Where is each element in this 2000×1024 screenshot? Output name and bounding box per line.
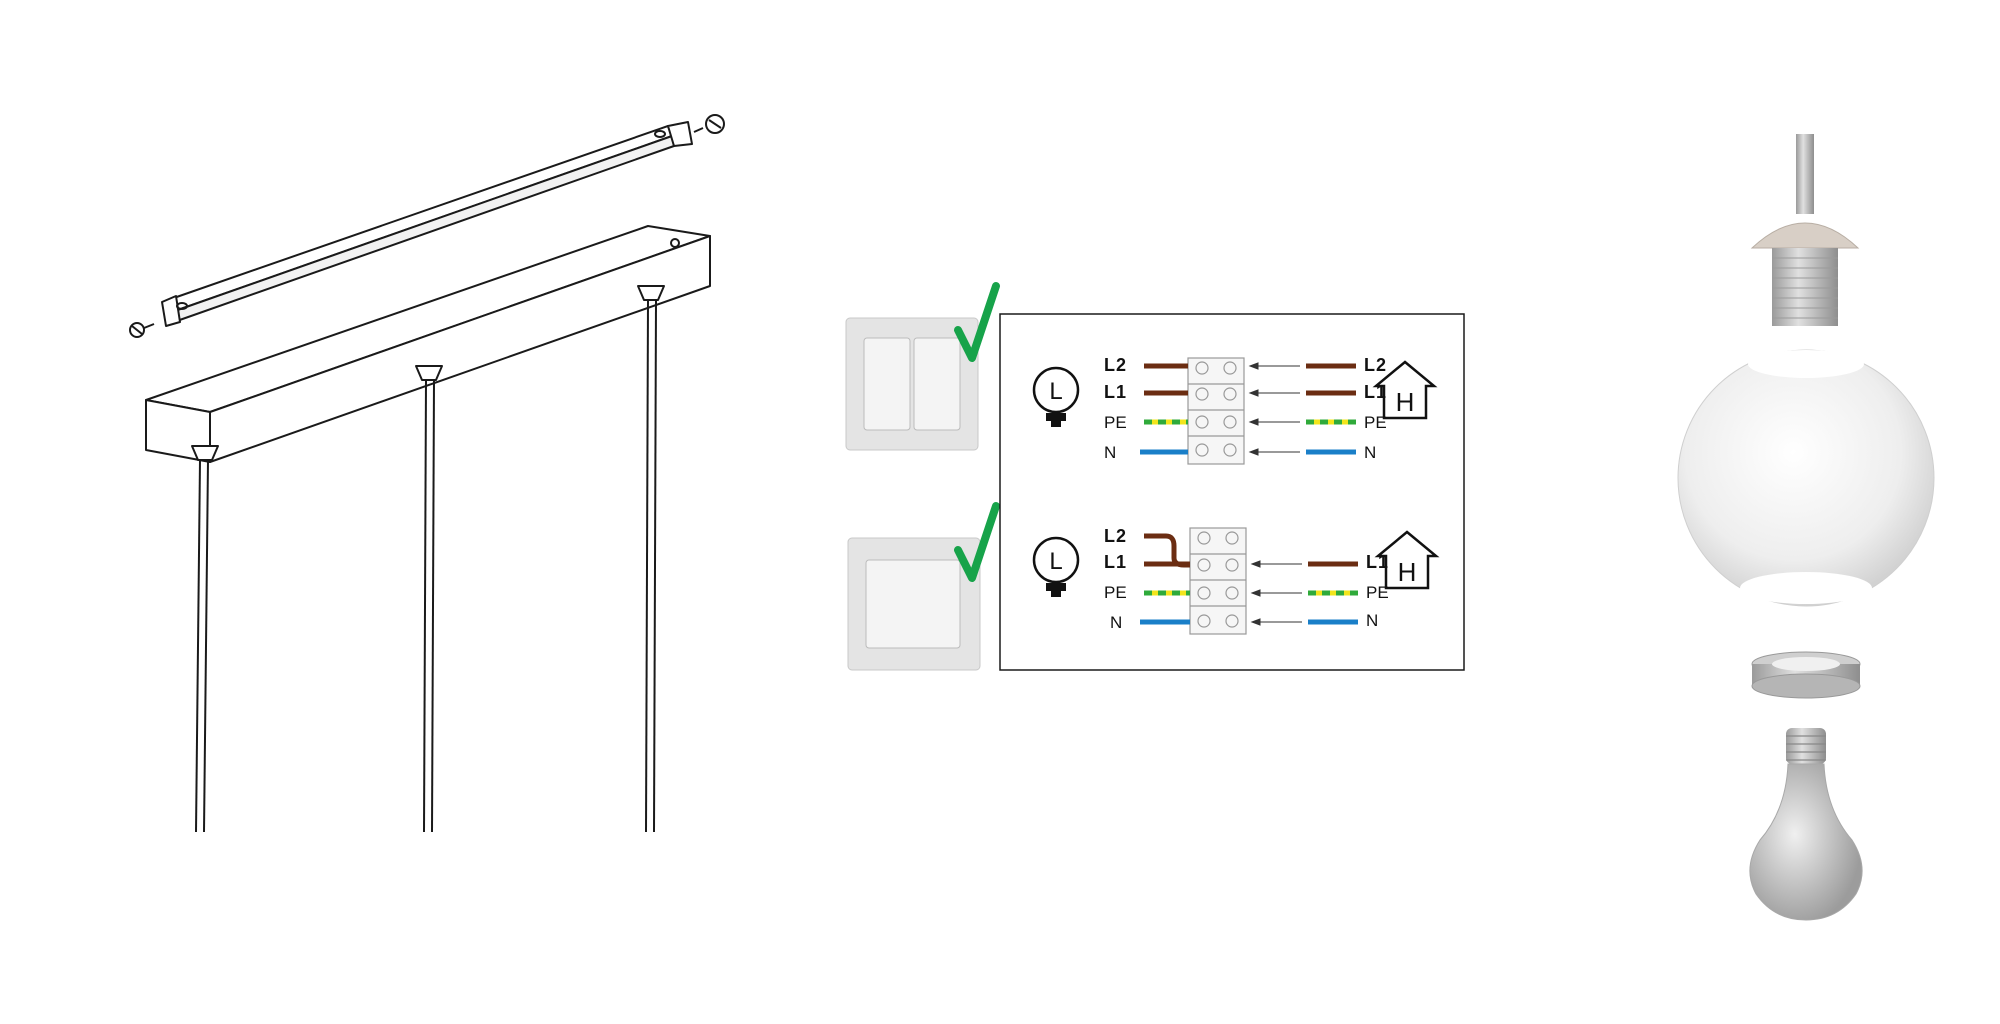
threaded-socket	[1772, 248, 1838, 326]
upper-left-label: L1	[1104, 382, 1127, 402]
shade-drawing	[1677, 134, 1935, 921]
house-H-icon: H	[1374, 530, 1440, 590]
upper-left-label: L2	[1104, 355, 1127, 375]
screw-icon	[693, 114, 725, 134]
upper-left-label: N	[1104, 443, 1116, 462]
pendant-cable	[191, 445, 219, 833]
lamp-L-icon: L	[1032, 366, 1080, 427]
glass-globe	[1677, 349, 1935, 607]
light-bulb	[1749, 728, 1863, 921]
lower-left-label: L1	[1104, 552, 1127, 572]
terminal-block	[1189, 527, 1247, 635]
pendant-cable	[637, 285, 665, 833]
upper-right-label: PE	[1364, 413, 1387, 432]
upper-right-label: L2	[1364, 355, 1387, 375]
lower-left-label: PE	[1104, 583, 1127, 602]
checkmark-icon	[954, 282, 1000, 362]
wiring-diagram: L H L2 L1 PE N L2 L1 PE N	[840, 270, 1480, 690]
upper-left-label: PE	[1104, 413, 1127, 432]
lower-right-label: N	[1366, 611, 1378, 630]
lamp-L-icon: L	[1032, 536, 1080, 597]
lower-left-label: N	[1110, 613, 1122, 632]
lamp-letter: L	[1049, 378, 1062, 405]
cable-stub	[1796, 134, 1814, 214]
upper-right-label: L1	[1364, 382, 1387, 402]
arrow-icon	[1248, 362, 1300, 456]
mounting-bracket	[161, 121, 693, 327]
lamp-letter: L	[1049, 548, 1062, 575]
canopy-cap	[1750, 222, 1860, 249]
arrow-icon	[1250, 560, 1302, 626]
upper-right-label: N	[1364, 443, 1376, 462]
screw-icon	[129, 322, 155, 338]
pendant-cable	[415, 365, 443, 833]
wiring-drawing: L H L2 L1 PE N L2 L1 PE N	[845, 282, 1465, 671]
locking-ring	[1751, 651, 1861, 699]
double-rocker-switch-icon	[845, 317, 979, 451]
single-rocker-switch-icon	[847, 537, 981, 671]
house-letter: H	[1398, 557, 1417, 587]
house-letter: H	[1396, 387, 1415, 417]
lower-right-label: PE	[1366, 583, 1389, 602]
canopy-box	[145, 225, 711, 463]
shade-assembly-diagram	[1660, 120, 1960, 940]
lower-left-label: L2	[1104, 526, 1127, 546]
ceiling-mount-diagram	[100, 100, 780, 860]
house-H-icon: H	[1372, 360, 1438, 420]
lower-right-label: L1	[1366, 552, 1389, 572]
terminal-block	[1187, 357, 1245, 465]
mount-drawing	[129, 114, 725, 833]
checkmark-icon	[954, 502, 1000, 582]
